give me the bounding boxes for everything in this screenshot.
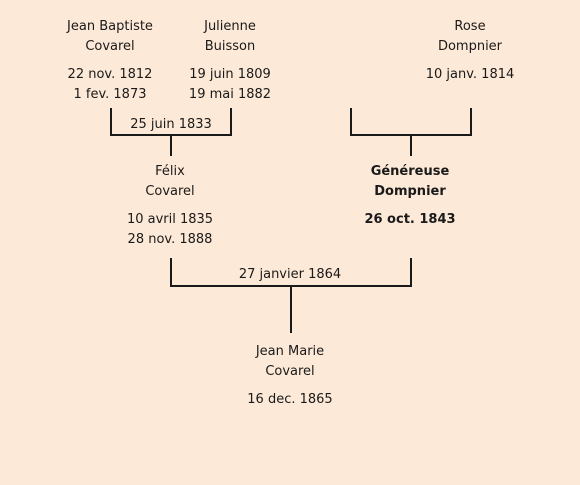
birth-date: 16 dec. 1865 (247, 392, 333, 407)
person-felix-covarel: Félix Covarel 10 avril 1835 28 nov. 1888 (110, 162, 230, 250)
connector-bottom-drop (290, 285, 292, 333)
birth-date: 10 janv. 1814 (425, 67, 515, 82)
connector-bottom-felix (170, 258, 172, 287)
first-name: Julienne (204, 19, 256, 34)
connector-right-left (350, 108, 352, 136)
birth-date: 19 juin 1809 (189, 67, 271, 82)
connector-bottom-genereuse (410, 258, 412, 287)
birth-date: 10 avril 1835 (126, 212, 214, 227)
marriage-date-1833: 25 juin 1833 (130, 117, 212, 132)
last-name: Dompnier (374, 184, 446, 199)
connector-right-right (470, 108, 472, 136)
last-name: Covarel (265, 364, 315, 379)
connector-left-drop (170, 134, 172, 156)
last-name: Covarel (85, 39, 135, 54)
last-name: Buisson (204, 39, 256, 54)
first-name: Jean Baptiste (67, 19, 153, 34)
marriage-date-1864: 27 janvier 1864 (238, 267, 342, 282)
death-date: 28 nov. 1888 (127, 232, 213, 247)
birth-date: 22 nov. 1812 (67, 67, 153, 82)
last-name: Dompnier (437, 39, 503, 54)
birth-date: 26 oct. 1843 (364, 212, 456, 227)
last-name: Covarel (145, 184, 195, 199)
first-name: Généreuse (370, 164, 450, 179)
connector-left-julienne (230, 108, 232, 136)
person-jean-marie-covarel: Jean Marie Covarel 16 dec. 1865 (230, 342, 350, 410)
person-jean-baptiste-covarel: Jean Baptiste Covarel 22 nov. 1812 1 fev… (50, 17, 170, 105)
death-date: 1 fev. 1873 (73, 87, 147, 102)
first-name: Félix (155, 164, 185, 179)
connector-left-jb (110, 108, 112, 136)
first-name: Rose (454, 19, 486, 34)
person-genereuse-dompnier: Généreuse Dompnier 26 oct. 1843 (350, 162, 470, 230)
death-date: 19 mai 1882 (188, 87, 272, 102)
person-julienne-buisson: Julienne Buisson 19 juin 1809 19 mai 188… (170, 17, 290, 105)
connector-right-drop (410, 134, 412, 156)
person-rose-dompnier: Rose Dompnier 10 janv. 1814 (410, 17, 530, 85)
first-name: Jean Marie (255, 344, 325, 359)
